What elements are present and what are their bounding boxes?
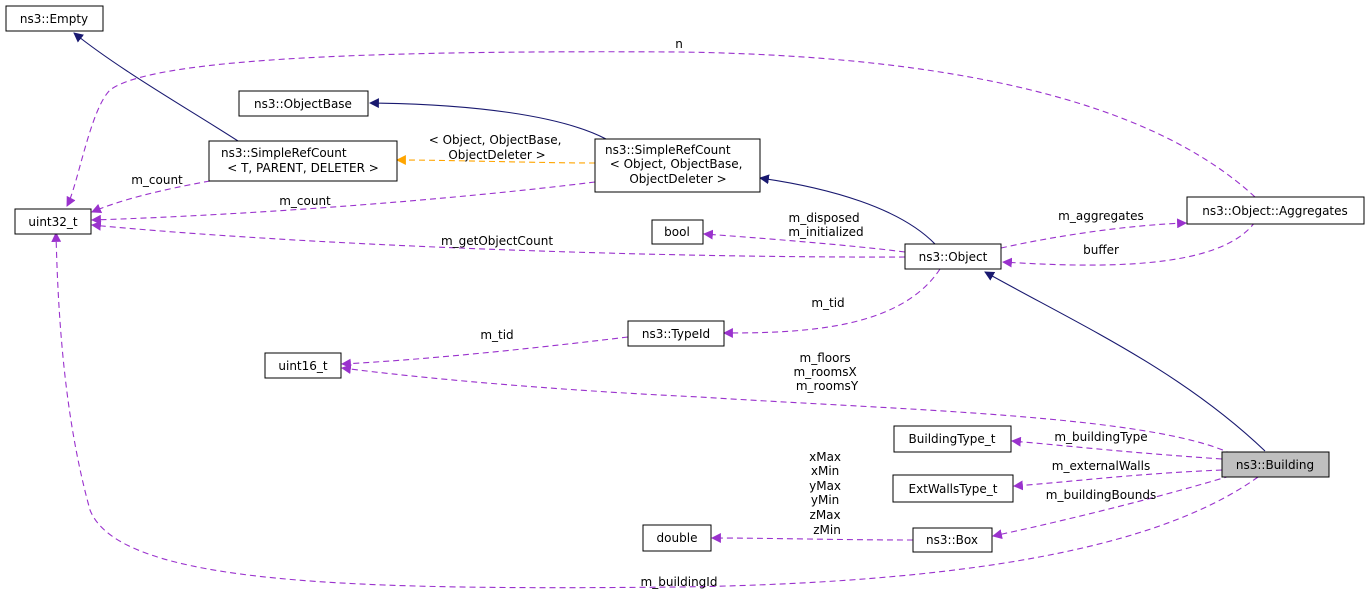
edges <box>51 32 1266 589</box>
svg-text:ns3::TypeId: ns3::TypeId <box>642 327 710 341</box>
node-simplerefcount-object[interactable]: ns3::SimpleRefCount < Object, ObjectBase… <box>594 138 761 193</box>
node-uint16[interactable]: uint16_t <box>264 352 342 379</box>
edge-building-bounds-box <box>992 475 1231 540</box>
label-m-buildingid: m_buildingId <box>641 575 718 589</box>
label-m-tid-typeid: m_tid <box>480 328 513 342</box>
edge-template-instance <box>396 155 596 165</box>
edge-typeid-tid-uint16 <box>341 336 629 369</box>
edge-object-tid-typeid <box>723 268 941 338</box>
label-object-flags: m_disposed m_initialized <box>788 211 863 239</box>
edge-simpleref-t-inherits-empty <box>73 32 239 142</box>
node-object[interactable]: ns3::Object <box>904 243 1002 270</box>
label-buffer: buffer <box>1083 243 1119 257</box>
svg-text:ns3::SimpleRefCount: ns3::SimpleRefCount <box>221 146 347 160</box>
node-simplerefcount-t[interactable]: ns3::SimpleRefCount < T, PARENT, DELETER… <box>208 140 398 182</box>
edge-simpleref-obj-count-uint32 <box>91 181 596 225</box>
label-building-floors: m_floors m_roomsX m_roomsY <box>793 351 860 393</box>
label-m-buildingbounds: m_buildingBounds <box>1046 488 1156 502</box>
svg-text:bool: bool <box>664 225 690 239</box>
edge-aggregates-buffer-object <box>1002 221 1256 268</box>
svg-text:< T, PARENT, DELETER >: < T, PARENT, DELETER > <box>227 161 379 175</box>
node-objectbase[interactable]: ns3::ObjectBase <box>238 90 369 117</box>
node-bool[interactable]: bool <box>651 219 704 245</box>
label-template-args: < Object, ObjectBase, ObjectDeleter > <box>429 133 566 162</box>
node-uint32[interactable]: uint32_t <box>14 208 92 235</box>
edge-simpleref-t-count-uint32 <box>91 180 211 214</box>
edge-object-getobjectcount-uint32 <box>91 220 906 258</box>
node-typeid[interactable]: ns3::TypeId <box>627 320 725 347</box>
edge-building-inherits-object <box>984 271 1266 452</box>
node-buildingtype[interactable]: BuildingType_t <box>893 425 1012 453</box>
edge-object-inherits-simpleref-obj <box>759 174 936 245</box>
label-m-buildingtype: m_buildingType <box>1054 430 1147 444</box>
edge-box-coords-double <box>711 533 914 543</box>
label-m-count-1: m_count <box>131 173 183 187</box>
label-m-tid-object: m_tid <box>811 296 844 310</box>
edge-building-buildingtype <box>1011 436 1223 460</box>
edge-object-aggregates <box>1000 218 1187 249</box>
edge-labels: n m_count m_count m_getObjectCount m_dis… <box>131 37 1156 589</box>
node-building[interactable]: ns3::Building <box>1221 451 1330 478</box>
node-box[interactable]: ns3::Box <box>912 527 993 553</box>
edge-aggregates-n-uint32 <box>66 51 1256 207</box>
svg-text:BuildingType_t: BuildingType_t <box>909 432 996 446</box>
svg-text:uint16_t: uint16_t <box>278 359 328 373</box>
svg-text:ns3::Object: ns3::Object <box>919 250 988 264</box>
svg-text:ns3::Box: ns3::Box <box>926 533 978 547</box>
svg-text:ns3::SimpleRefCount: ns3::SimpleRefCount <box>605 143 731 157</box>
edge-building-externalwalls <box>1013 469 1223 491</box>
svg-text:double: double <box>657 531 698 545</box>
svg-text:uint32_t: uint32_t <box>28 215 78 229</box>
svg-text:ns3::Building: ns3::Building <box>1236 458 1314 472</box>
svg-text:ExtWallsType_t: ExtWallsType_t <box>908 482 997 496</box>
edge-simpleref-obj-inherits-objectbase <box>369 98 607 140</box>
svg-text:ns3::Object::Aggregates: ns3::Object::Aggregates <box>1202 204 1348 218</box>
svg-text:< Object, ObjectBase,: < Object, ObjectBase, ObjectDeleter > <box>610 157 747 186</box>
edge-building-buildingid-uint32 <box>51 232 1259 589</box>
label-m-aggregates: m_aggregates <box>1058 209 1144 223</box>
label-m-getobjectcount: m_getObjectCount <box>441 234 553 248</box>
node-empty[interactable]: ns3::Empty <box>5 5 104 32</box>
edge-object-flags-bool <box>703 229 906 253</box>
label-m-count-2: m_count <box>279 194 331 208</box>
label-m-externalwalls: m_externalWalls <box>1052 459 1150 473</box>
label-n: n <box>675 37 683 51</box>
svg-text:ns3::Empty: ns3::Empty <box>20 12 88 26</box>
nodes: ns3::Empty uint32_t ns3::ObjectBase ns3:… <box>5 5 1365 553</box>
edge-building-floors-uint16 <box>341 364 1233 455</box>
node-double[interactable]: double <box>642 524 712 552</box>
node-extwallstype[interactable]: ExtWallsType_t <box>892 474 1014 503</box>
label-box-coords: xMax xMin yMax yMin zMax zMin <box>809 450 845 537</box>
node-object-aggregates[interactable]: ns3::Object::Aggregates <box>1186 196 1365 225</box>
svg-text:ns3::ObjectBase: ns3::ObjectBase <box>254 97 352 111</box>
